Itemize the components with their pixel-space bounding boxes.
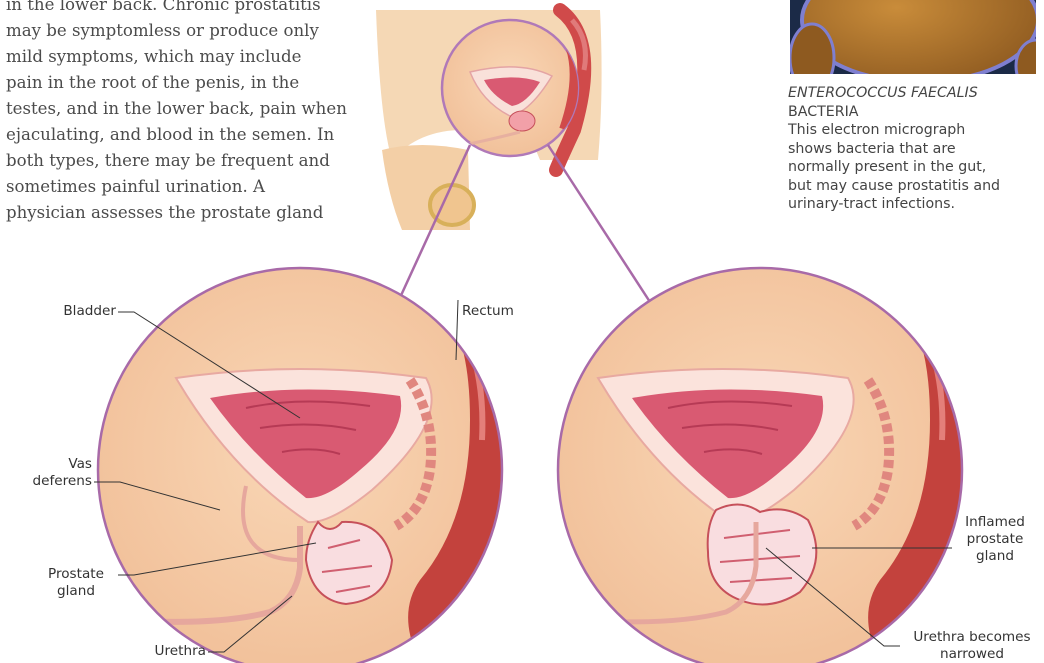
label-bladder: Bladder [20, 303, 116, 320]
label-inflamed-prostate-gland: Inflamed prostate gland [950, 514, 1040, 565]
label-text: Prostate [36, 566, 116, 583]
label-text: gland [950, 548, 1040, 565]
label-urethra-narrowed: Urethra becomes narrowed [904, 629, 1040, 663]
body-text-line: mild symptoms, which may include [6, 44, 396, 70]
body-text: in the lower back. Chronic prostatitis m… [6, 0, 396, 226]
label-text: deferens [0, 473, 92, 490]
caption-line: urinary-tract infections. [788, 195, 1044, 214]
label-prostate-gland: Prostate gland [36, 566, 116, 600]
body-text-line: pain in the root of the penis, in the [6, 70, 396, 96]
body-silhouette [376, 10, 650, 302]
body-text-line: ejaculating, and blood in the semen. In [6, 122, 396, 148]
label-text: Inflamed [950, 514, 1040, 531]
label-text: Rectum [462, 303, 514, 320]
body-text-line: testes, and in the lower back, pain when [6, 96, 396, 122]
inflamed-prostate-inset [556, 268, 980, 663]
caption-title-line: ENTEROCOCCUS FAECALIS [788, 84, 1044, 103]
body-text-line: both types, there may be frequent and [6, 148, 396, 174]
label-text: Bladder [20, 303, 116, 320]
micrograph-image [790, 0, 1044, 92]
label-rectum: Rectum [462, 303, 514, 320]
label-text: narrowed [904, 646, 1040, 663]
label-text: Urethra [80, 643, 206, 660]
caption-line: normally present in the gut, [788, 158, 1044, 177]
caption-title: ENTEROCOCCUS FAECALIS BACTERIA [788, 84, 1044, 121]
label-text: prostate [950, 531, 1040, 548]
body-text-line: sometimes painful urination. A [6, 174, 396, 200]
caption-line: shows bacteria that are [788, 140, 1044, 159]
body-text-line: may be symptomless or produce only [6, 18, 396, 44]
label-vas-deferens: Vas deferens [0, 456, 92, 490]
label-text: Urethra becomes [904, 629, 1040, 646]
normal-prostate-inset [96, 268, 520, 663]
image-caption: ENTEROCOCCUS FAECALIS BACTERIA This elec… [788, 84, 1044, 214]
caption-title-line: BACTERIA [788, 103, 1044, 122]
body-text-line: physician assesses the prostate gland [6, 200, 396, 226]
label-text: Vas [0, 456, 92, 473]
label-text: gland [36, 583, 116, 600]
caption-line: This electron micrograph [788, 121, 1044, 140]
label-urethra: Urethra [80, 643, 206, 660]
body-text-line: in the lower back. Chronic prostatitis [6, 0, 396, 18]
caption-line: but may cause prostatitis and [788, 177, 1044, 196]
caption-body: This electron micrograph shows bacteria … [788, 121, 1044, 214]
